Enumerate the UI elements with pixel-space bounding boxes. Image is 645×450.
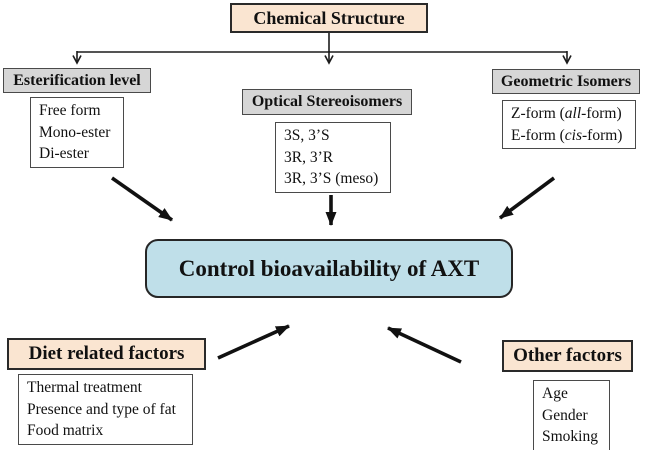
other-factors-header: Other factors: [502, 340, 633, 372]
arrow-other-to-center: [387, 326, 462, 364]
optical-stereoisomers-header: Optical Stereoisomers: [242, 89, 412, 115]
arrow-diet-to-center: [217, 324, 290, 360]
diet-related-factors-header: Diet related factors: [7, 338, 206, 370]
list-item: Di-ester: [39, 145, 89, 162]
control-bioavailability-label: Control bioavailability of AXT: [178, 255, 480, 281]
list-item: Presence and type of fat: [27, 400, 176, 418]
list-item: 3S, 3’S: [284, 127, 330, 144]
list-item: Gender: [542, 406, 588, 424]
optical-stereoisomers-label: Optical Stereoisomers: [251, 93, 403, 110]
chemical-structure-box: Chemical Structure: [230, 3, 428, 33]
arrow-ester-to-center: [110, 176, 174, 222]
other-factors-label: Other factors: [513, 345, 622, 366]
list-item: Food matrix: [27, 422, 104, 439]
list-item: Age: [542, 385, 568, 402]
geometric-isomers-label: Geometric Isomers: [500, 72, 632, 90]
list-item: E-form (cis-form): [511, 126, 623, 144]
diet-related-factors-label: Diet related factors: [28, 343, 185, 364]
stereoisomers-list: 3S, 3’S 3R, 3’R 3R, 3’S (meso): [275, 122, 391, 193]
list-item: Mono-ester: [39, 123, 111, 141]
list-item: Smoking: [542, 428, 598, 445]
geometric-isomers-header: Geometric Isomers: [492, 69, 640, 94]
other-factors-list: Age Gender Smoking: [533, 380, 610, 450]
arrow-geo-to-center: [498, 176, 556, 220]
list-item: Free form: [39, 102, 101, 119]
esterification-list: Free form Mono-ester Di-ester: [30, 97, 124, 168]
control-bioavailability-box: Control bioavailability of AXT: [145, 239, 513, 298]
geometric-list: Z-form (all-form) E-form (cis-form): [502, 100, 636, 149]
list-item: 3R, 3’R: [284, 148, 334, 166]
chemical-structure-label: Chemical Structure: [253, 7, 405, 28]
list-item: 3R, 3’S (meso): [284, 170, 379, 187]
list-item: Z-form (all-form): [511, 105, 622, 122]
diet-factors-list: Thermal treatment Presence and type of f…: [18, 374, 193, 445]
esterification-level-label: Esterification level: [13, 71, 141, 89]
list-item: Thermal treatment: [27, 379, 142, 396]
esterification-level-header: Esterification level: [3, 68, 151, 93]
